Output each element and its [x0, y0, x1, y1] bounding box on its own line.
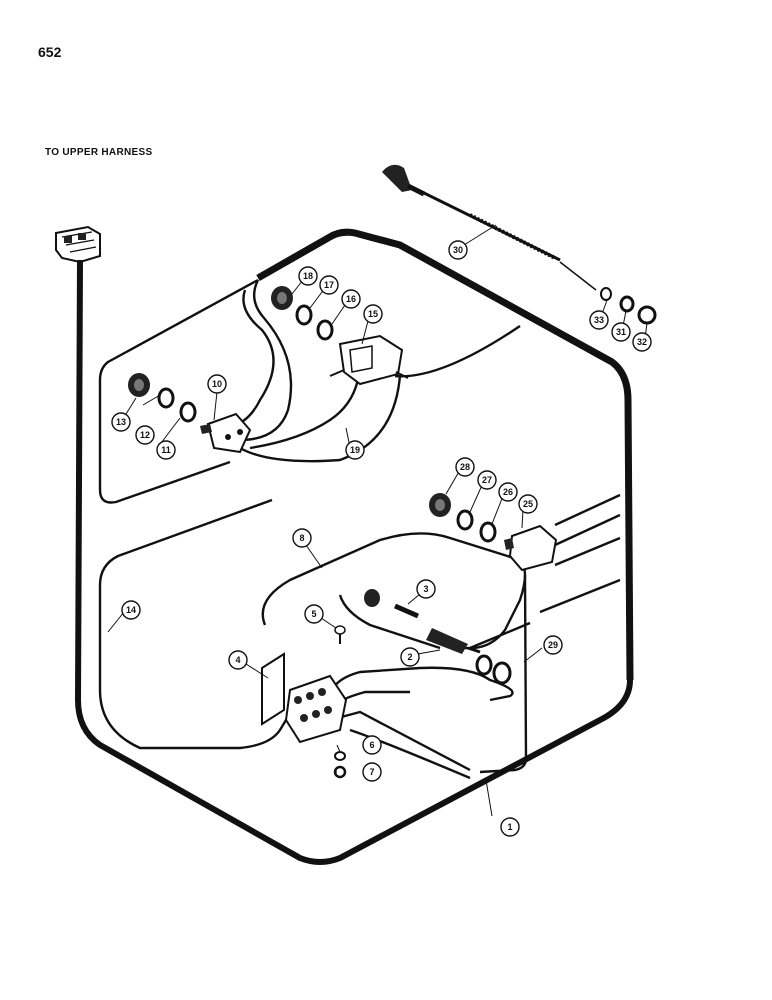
callout-33: 33: [589, 310, 609, 330]
knob-18: [271, 286, 293, 310]
switch-25: [504, 524, 558, 572]
svg-text:3: 3: [423, 584, 428, 594]
washer-16: [316, 319, 334, 341]
svg-text:15: 15: [368, 309, 378, 319]
callout-13: 13: [111, 412, 131, 432]
callout-8: 8: [292, 528, 312, 548]
svg-text:8: 8: [299, 533, 304, 543]
grommet-b: [492, 661, 512, 685]
callout-11: 11: [156, 440, 176, 460]
callout-6: 6: [362, 735, 382, 755]
washer-6: [334, 751, 346, 761]
callout-28: 28: [455, 457, 475, 477]
callout-19: 19: [345, 440, 365, 460]
callout-30: 30: [448, 240, 468, 260]
callout-12: 12: [135, 425, 155, 445]
knob-28: [429, 493, 451, 517]
svg-text:25: 25: [523, 499, 533, 509]
callout-25: 25: [518, 494, 538, 514]
svg-text:2: 2: [407, 652, 412, 662]
bracket-4: [261, 652, 285, 726]
switch-10: [200, 412, 252, 454]
callout-31: 31: [611, 322, 631, 342]
svg-text:12: 12: [140, 430, 150, 440]
callout-2: 2: [400, 647, 420, 667]
callout-10: 10: [207, 374, 227, 394]
callout-29: 29: [543, 635, 563, 655]
callout-27: 27: [477, 470, 497, 490]
svg-text:11: 11: [161, 445, 171, 455]
svg-text:16: 16: [346, 294, 356, 304]
knob-13: [128, 373, 150, 397]
svg-text:5: 5: [311, 609, 316, 619]
callout-4: 4: [228, 650, 248, 670]
callout-5: 5: [304, 604, 324, 624]
main-harness: [256, 228, 634, 681]
svg-text:13: 13: [116, 417, 126, 427]
svg-text:1: 1: [507, 822, 512, 832]
svg-text:17: 17: [324, 280, 334, 290]
svg-text:18: 18: [303, 271, 313, 281]
callout-18: 18: [298, 266, 318, 286]
upper-harness-connector: [55, 225, 101, 264]
callout-3: 3: [416, 579, 436, 599]
washer-17: [295, 304, 313, 326]
washer-11: [179, 401, 197, 423]
washer-31: [619, 295, 635, 313]
svg-text:28: 28: [460, 462, 470, 472]
callout-7: 7: [362, 762, 382, 782]
svg-text:33: 33: [594, 315, 604, 325]
upper-harness-lead: [74, 259, 633, 865]
cable-30: [382, 164, 597, 291]
svg-text:19: 19: [350, 445, 360, 455]
nut-33: [600, 287, 612, 301]
nut-32: [637, 305, 657, 325]
callout-16: 16: [341, 289, 361, 309]
washer-27: [456, 509, 474, 531]
upper-harness-caption: TO UPPER HARNESS: [45, 147, 153, 158]
switch-15: [329, 334, 409, 386]
fuse-holder-2: [364, 589, 481, 654]
svg-text:7: 7: [369, 767, 374, 777]
svg-text:31: 31: [616, 327, 626, 337]
callout-1: 1: [500, 817, 520, 837]
callout-15: 15: [363, 304, 383, 324]
svg-text:4: 4: [235, 655, 240, 665]
svg-text:29: 29: [548, 640, 558, 650]
terminal-block: [284, 674, 348, 744]
callout-14: 14: [121, 600, 141, 620]
svg-text:30: 30: [453, 245, 463, 255]
callouts: 1 2 3 4 5 6 7 8 10 11 12 13 14 15 16 17 …: [111, 240, 652, 837]
screw-5: [334, 625, 346, 644]
svg-text:10: 10: [212, 379, 222, 389]
page-number: 652: [38, 44, 62, 60]
washer-26: [479, 521, 497, 543]
washer-12: [157, 387, 175, 409]
grommet-a: [475, 654, 493, 676]
svg-text:6: 6: [369, 740, 374, 750]
svg-text:14: 14: [126, 605, 136, 615]
fuse-3: [394, 603, 419, 619]
svg-text:26: 26: [503, 487, 513, 497]
callout-26: 26: [498, 482, 518, 502]
svg-text:32: 32: [637, 337, 647, 347]
svg-text:27: 27: [482, 475, 492, 485]
callout-17: 17: [319, 275, 339, 295]
callout-32: 32: [632, 332, 652, 352]
